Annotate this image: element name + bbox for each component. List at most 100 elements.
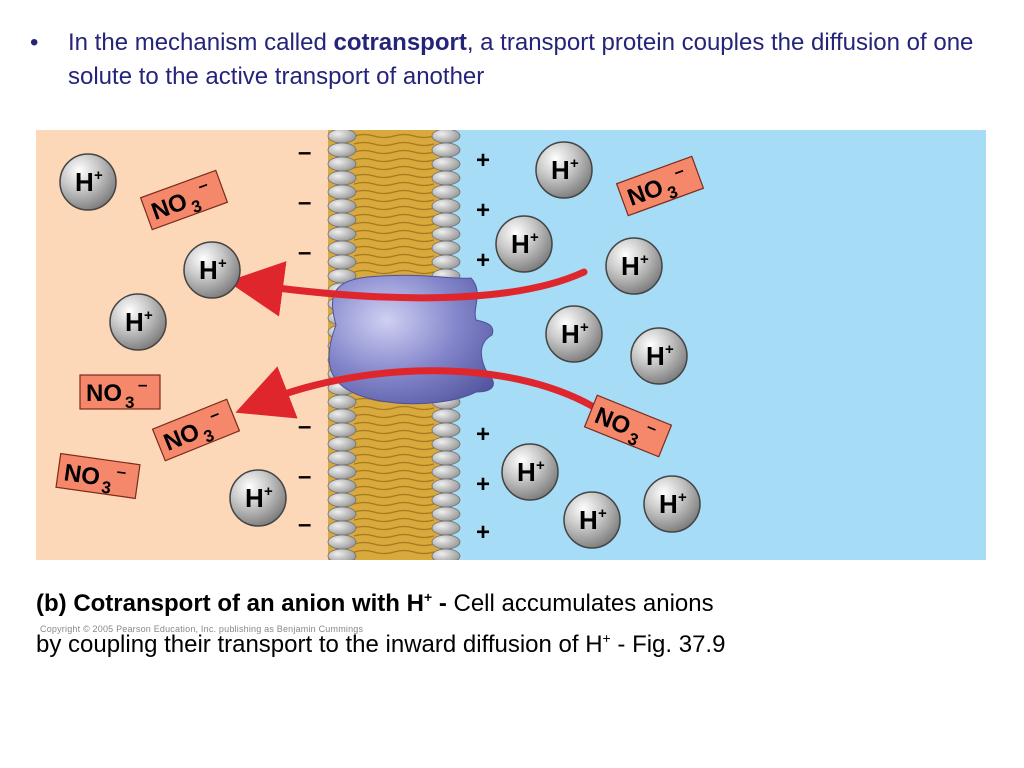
lipid-tail [353,445,435,451]
hydrogen-ion: H+ [535,141,593,199]
hydrogen-ion-sphere [535,141,593,199]
lipid-head [327,436,357,452]
lipid-head [431,534,461,550]
lipid-tail [353,189,435,195]
hydrogen-ion-charge: + [678,489,687,506]
nitrate-ion: NO3– [55,452,141,500]
hydrogen-ion-label: H [551,155,570,185]
lipid-tail [353,453,435,459]
lipid-tail [353,429,435,435]
lipid-tail [353,149,435,155]
lipid-head [327,450,357,466]
hydrogen-ion-sphere [563,491,621,549]
lipid-tail [353,205,435,211]
hydrogen-ion-charge: + [570,155,579,172]
nitrate-ion: NO3– [139,169,229,231]
bullet-symbol: • [30,29,39,56]
lipid-head [327,506,357,522]
negative-charge: – [298,189,311,216]
lipid-tail [353,197,435,203]
hydrogen-ion-charge: + [218,255,227,272]
lipid-head [327,492,357,508]
negative-charge: – [298,413,311,440]
bullet-prefix: In the mechanism called [68,29,334,56]
hydrogen-ion: H+ [109,293,167,351]
positive-charge: + [476,147,490,174]
positive-charge: + [476,421,490,448]
caption-bold-dash: - [432,590,447,617]
lipid-head [327,394,357,410]
hydrogen-ion-label: H [561,319,580,349]
hydrogen-ion-label: H [245,483,264,513]
hydrogen-ion-label: H [517,457,536,487]
hydrogen-ion-label: H [125,307,144,337]
lipid-head [431,408,461,424]
lipid-tail [353,157,435,163]
hydrogen-ion-sphere [59,153,117,211]
hydrogen-ion: H+ [630,327,688,385]
positive-charge: + [476,519,490,546]
lipid-tail [353,253,435,259]
hydrogen-ion-charge: + [530,229,539,246]
lipid-tail [353,269,435,275]
lipid-tail [353,165,435,171]
hydrogen-ion: H+ [501,443,559,501]
hydrogen-ion-sphere [545,305,603,363]
lipid-head [327,184,357,200]
hydrogen-ion-label: H [199,255,218,285]
hydrogen-ion: H+ [495,215,553,273]
lipid-head [431,130,461,144]
hydrogen-ion-label: H [579,505,598,535]
lipid-tail [353,461,435,467]
nitrate-ion-charge: – [138,375,147,394]
hydrogen-ion-charge: + [536,457,545,474]
nitrate-ion-charge: – [116,462,128,482]
hydrogen-ion-charge: + [580,319,589,336]
lipid-tail [353,213,435,219]
lipid-tail [353,405,435,411]
hydrogen-ion-sphere [605,237,663,295]
hydrogen-ion-sphere [183,241,241,299]
lipid-tail [353,413,435,419]
hydrogen-ion: H+ [643,475,701,533]
hydrogen-ion-label: H [511,229,530,259]
lipid-head [431,142,461,158]
lipid-tail [353,533,435,539]
lipid-tail [353,181,435,187]
lipid-head [431,254,461,270]
bullet-text: In the mechanism called cotransport, a t… [68,26,990,94]
membrane-potential-charges: ––––––++++++ [298,139,490,546]
lipid-tail [353,493,435,499]
negative-charge: – [298,511,311,538]
lipid-tail [353,229,435,235]
nitrate-ion-box [583,394,673,458]
hydrogen-ion-charge: + [665,341,674,358]
nitrate-ion-label: NO [86,380,122,407]
lipid-head [327,156,357,172]
nitrate-ion-box [79,374,161,410]
caption-line-2: by coupling their transport to the inwar… [36,621,996,662]
hydrogen-ion: H+ [183,241,241,299]
lipid-tail [353,133,435,139]
lipid-head [327,226,357,242]
lipid-head [431,492,461,508]
lipid-head [327,520,357,536]
diffusion-arrows [227,261,596,419]
lipid-tail [353,509,435,515]
lipid-head [431,184,461,200]
lipid-head [327,464,357,480]
lipid-head [431,212,461,228]
lipid-head [431,520,461,536]
lipid-tail [353,501,435,507]
caption-line1-rest: Cell accumulates anions [446,590,714,617]
negative-charge: – [298,139,311,166]
hydrogen-ion-label: H [646,341,665,371]
negative-charge: – [298,239,311,266]
nitrate-ion: NO3– [151,398,241,462]
lipid-head [431,198,461,214]
lipid-tail [353,469,435,475]
lipid-head [327,142,357,158]
lipid-head [327,548,357,560]
